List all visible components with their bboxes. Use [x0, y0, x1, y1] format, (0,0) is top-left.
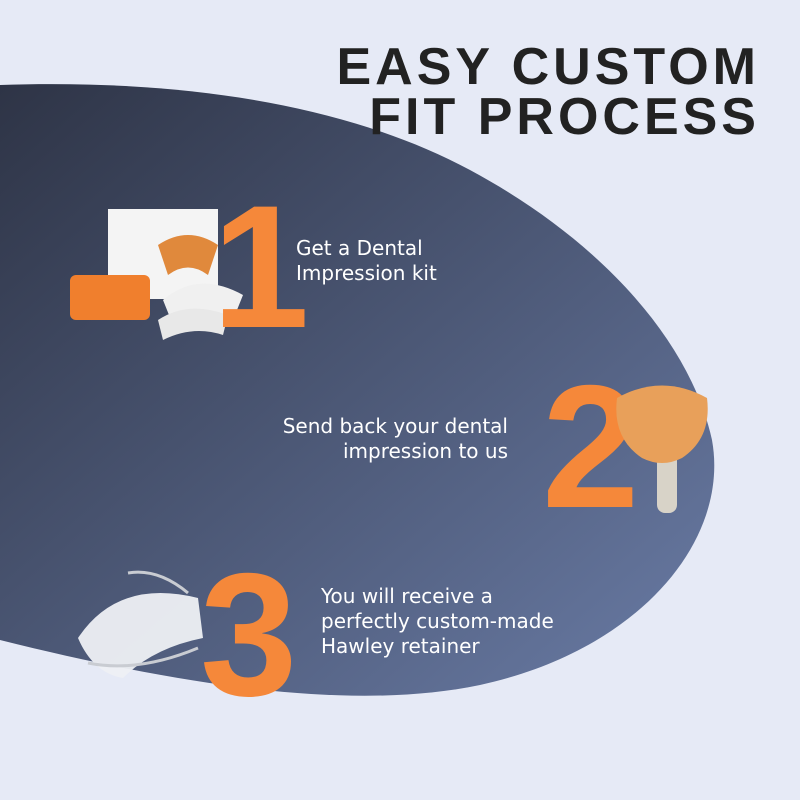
step-1-line-2: Impression kit — [296, 261, 437, 285]
step-1-number: 1 — [212, 170, 310, 365]
step-3-line-1: You will receive a — [321, 584, 493, 608]
dental-impression-tray-photo — [616, 385, 708, 513]
step-1-text: Get a Dental Impression kit — [296, 236, 437, 286]
step-2-line-2: impression to us — [342, 439, 508, 463]
page-title: EASY CUSTOM FIT PROCESS — [336, 38, 761, 146]
step-3-line-2: perfectly custom-made — [321, 609, 554, 633]
step-1-line-1: Get a Dental — [296, 236, 423, 260]
title-line-1: EASY CUSTOM — [336, 38, 760, 96]
step-3-line-3: Hawley retainer — [321, 634, 480, 658]
step-2-text: Send back your dental impression to us — [283, 414, 508, 464]
hawley-retainer-photo — [78, 570, 203, 678]
impression-kit-photo — [70, 209, 243, 340]
step-3-number: 3 — [200, 538, 298, 733]
step-3-text: You will receive a perfectly custom-made… — [321, 584, 554, 659]
title-line-2: FIT PROCESS — [369, 88, 760, 146]
step-2-line-1: Send back your dental — [282, 414, 508, 438]
step-2-number: 2 — [542, 350, 640, 545]
